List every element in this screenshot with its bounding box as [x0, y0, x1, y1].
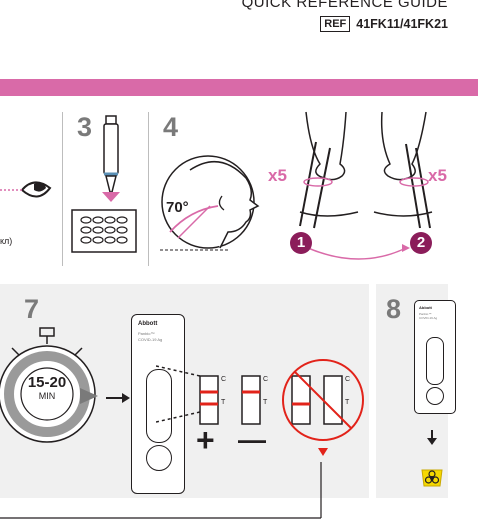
biohazard-icon — [421, 469, 443, 487]
device-brand: Abbott — [138, 321, 158, 327]
step-number-4: 4 — [163, 112, 179, 142]
rotation-right: x5 — [428, 166, 447, 185]
arrow-right-icon — [106, 393, 130, 403]
ref-codes: 41FK11/41FK21 — [356, 17, 448, 31]
accent-band — [0, 79, 478, 96]
window-t-3: T — [345, 399, 350, 406]
step1-panel: кл) — [0, 150, 62, 260]
separator — [62, 112, 63, 266]
nose-icon — [299, 111, 433, 260]
connector-line — [0, 462, 322, 519]
rotation-left: x5 — [268, 166, 287, 185]
device8-product-1: Panbio™ — [419, 312, 432, 316]
swab-icon — [102, 115, 120, 202]
invalid-result-icon — [282, 359, 364, 456]
zoom-lines — [156, 365, 201, 423]
result-positive: + — [196, 422, 215, 458]
window-t-1: T — [221, 399, 226, 406]
timer-value: 15-20 — [27, 374, 67, 391]
tube-rack-icon — [71, 209, 137, 253]
timer-unit: MIN — [38, 391, 56, 401]
device-product-2: COVID-19 Ag — [138, 337, 163, 342]
device-product-1: Panbio™ — [138, 331, 155, 336]
step-number-8: 8 — [386, 294, 402, 324]
head-profile-icon — [160, 155, 260, 251]
separator — [148, 112, 149, 266]
window-c-1: C — [221, 376, 227, 383]
guide-title: QUICK REFERENCE GUIDE — [241, 0, 448, 11]
eye-icon — [0, 181, 52, 198]
ref-line: REF 41FK11/41FK21 — [320, 16, 448, 32]
angle-label: 70° — [166, 199, 189, 216]
ref-label: REF — [320, 16, 351, 32]
arrow-down-icon — [427, 430, 437, 445]
window-t-2: T — [263, 399, 268, 406]
step-number-3: 3 — [77, 112, 93, 142]
nostril-1-badge: 1 — [290, 232, 312, 254]
window-c-3: C — [345, 376, 351, 383]
stopwatch-icon — [0, 327, 98, 443]
device8-brand: Abbott — [419, 305, 432, 310]
step-number-7: 7 — [24, 294, 40, 324]
test-device-icon: Abbott Panbio™ COVID-19 Ag — [131, 314, 185, 494]
step1-partial-label: кл) — [0, 236, 13, 246]
nostril-2-badge: 2 — [410, 232, 432, 254]
result-negative: — — [238, 424, 266, 455]
device8-product-2: COVID-19 Ag — [419, 316, 438, 320]
result-windows — [199, 375, 343, 425]
test-device-icon-step8: Abbott Panbio™ COVID-19 Ag — [414, 300, 456, 414]
window-c-2: C — [263, 376, 269, 383]
